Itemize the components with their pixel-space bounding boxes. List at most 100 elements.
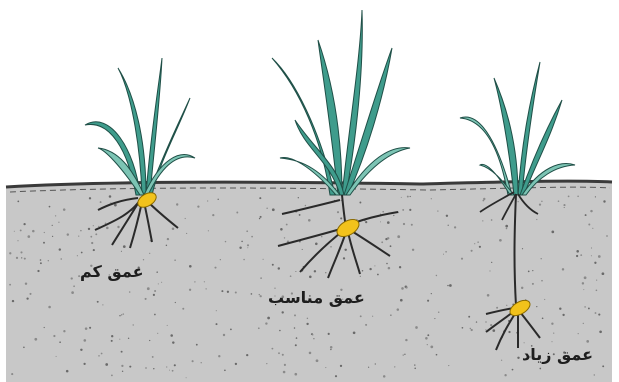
soil-speck <box>267 317 270 320</box>
soil-speck <box>98 355 99 356</box>
soil-speck <box>524 342 525 343</box>
soil-speck <box>283 371 286 374</box>
soil-speck <box>595 312 597 314</box>
soil-speck <box>591 247 592 248</box>
soil-speck <box>101 353 103 355</box>
soil-speck <box>286 224 288 226</box>
soil-speck <box>330 346 333 349</box>
soil-speck <box>536 306 537 307</box>
soil-speck <box>377 274 379 276</box>
soil-speck <box>109 195 112 198</box>
soil-speck <box>539 204 541 206</box>
soil-speck <box>40 262 42 264</box>
soil-speck <box>9 284 11 286</box>
soil-speck <box>284 237 285 238</box>
soil-speck <box>206 288 207 289</box>
soil-speck <box>29 293 31 295</box>
soil-speck <box>172 370 174 372</box>
soil-speck <box>353 331 356 334</box>
soil-speck <box>58 222 59 223</box>
soil-speck <box>246 230 248 232</box>
soil-speck <box>284 364 286 366</box>
soil-speck <box>174 259 176 261</box>
soil-speck <box>83 339 86 342</box>
soil-speck <box>430 346 433 349</box>
soil-speck <box>337 211 339 213</box>
soil-speck <box>309 352 312 355</box>
soil-speck <box>44 327 45 328</box>
soil-speck <box>599 330 602 333</box>
soil-speck <box>415 326 418 329</box>
soil-speck <box>271 348 273 350</box>
soil-speck <box>117 226 119 228</box>
soil-speck <box>476 321 477 322</box>
soil-speck <box>501 360 502 361</box>
soil-speck <box>602 272 605 275</box>
soil-speck <box>508 331 510 333</box>
soil-speck <box>223 334 225 336</box>
soil-speck <box>278 267 280 269</box>
soil-speck <box>149 253 150 254</box>
soil-speck <box>83 363 85 365</box>
soil-speck <box>397 235 400 238</box>
soil-speck <box>128 338 129 339</box>
soil-speck <box>16 257 18 259</box>
soil-speck <box>230 329 232 331</box>
soil-speck <box>427 344 428 345</box>
soil-speck <box>470 328 471 329</box>
soil-speck <box>14 231 15 232</box>
soil-speck <box>489 270 490 271</box>
soil-speck <box>521 287 523 289</box>
soil-speck <box>568 196 570 198</box>
soil-speck <box>147 287 150 290</box>
soil-speck <box>586 340 589 343</box>
soil-speck <box>381 241 383 243</box>
soil-speck <box>194 281 195 282</box>
soil-speck <box>411 224 413 226</box>
soil-speck <box>583 289 584 290</box>
soil-speck <box>307 318 308 319</box>
soil-speck <box>438 312 439 313</box>
soil-speck <box>448 225 449 226</box>
soil-speck <box>328 333 330 335</box>
soil-speck <box>20 229 22 231</box>
soil-speck <box>313 338 314 339</box>
soil-speck <box>315 243 318 246</box>
soil-speck <box>390 315 391 316</box>
soil-speck <box>216 310 217 311</box>
soil-speck <box>397 308 400 311</box>
soil-speck <box>290 275 292 277</box>
soil-speck <box>309 276 312 279</box>
soil-speck <box>119 339 120 340</box>
soil-speck <box>362 270 364 272</box>
soil-speck <box>512 369 514 371</box>
soil-speck <box>251 236 253 238</box>
soil-speck <box>487 294 490 297</box>
soil-speck <box>52 225 53 226</box>
soil-speck <box>496 307 498 309</box>
soil-speck <box>34 338 37 341</box>
soil-speck <box>594 374 595 375</box>
soil-speck <box>201 362 202 363</box>
soil-speck <box>23 347 25 349</box>
soil-speck <box>153 294 155 296</box>
soil-speck <box>63 330 65 332</box>
soil-speck <box>325 367 326 368</box>
soil-speck <box>93 249 95 251</box>
soil-speck <box>490 324 492 326</box>
soil-speck <box>299 214 301 216</box>
soil-speck <box>564 207 565 208</box>
soil-speck <box>272 264 274 266</box>
soil-speck <box>53 335 55 337</box>
soil-speck <box>308 219 311 222</box>
soil-speck <box>259 294 260 295</box>
soil-speck <box>551 231 554 234</box>
soil-speck <box>235 291 237 293</box>
soil-speck <box>394 366 395 367</box>
soil-speck <box>259 218 261 220</box>
soil-speck <box>169 370 170 371</box>
soil-speck <box>591 255 592 256</box>
soil-speck <box>192 360 194 362</box>
soil-speck <box>580 254 582 256</box>
soil-speck <box>149 340 150 341</box>
